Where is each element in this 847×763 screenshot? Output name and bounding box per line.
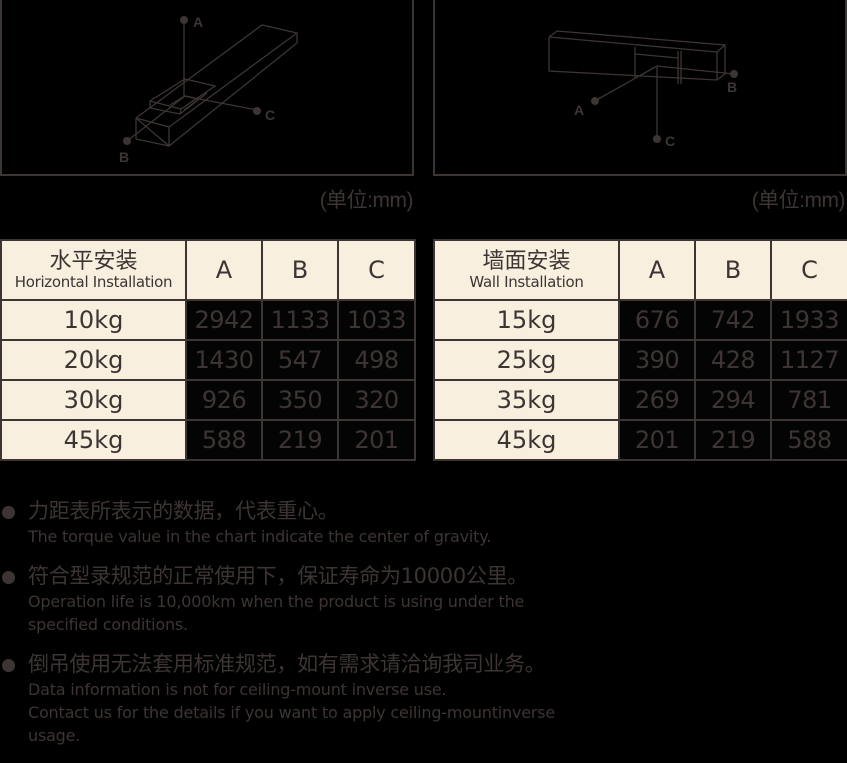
table-row: 20kg 1430 547 498 xyxy=(0,339,416,381)
load-cell: 15kg xyxy=(433,299,620,341)
table-title-en: Horizontal Installation xyxy=(14,272,173,291)
wall-installation-diagram: A B C xyxy=(433,0,847,176)
wall-slide-illustration: A B C xyxy=(548,30,738,149)
value-cell-b: 428 xyxy=(694,339,772,381)
table-row: 15kg 676 742 1933 xyxy=(433,299,847,341)
note-text-en: Operation life is 10,000km when the prod… xyxy=(28,592,525,611)
load-cell: 35kg xyxy=(433,379,620,421)
value-cell-b: 547 xyxy=(261,339,339,381)
load-cell: 30kg xyxy=(0,379,187,421)
value-cell-c: 588 xyxy=(770,419,847,461)
note-item: 倒吊使用无法套用标准规范，如有需求请洽询我司业务。 Data informati… xyxy=(0,650,640,747)
value-cell-c: 1127 xyxy=(770,339,847,381)
note-text-en: The torque value in the chart indicate t… xyxy=(28,527,492,546)
value-cell-c: 498 xyxy=(337,339,416,381)
bullet-icon xyxy=(2,571,15,584)
table-row: 45kg 588 219 201 xyxy=(0,419,416,461)
label-b: B xyxy=(727,79,737,95)
table-row: 10kg 2942 1133 1033 xyxy=(0,299,416,341)
value-cell-c: 201 xyxy=(337,419,416,461)
label-b: B xyxy=(119,149,129,165)
value-cell-a: 926 xyxy=(185,379,263,421)
notes-list: 力距表所表示的数据，代表重心。 The torque value in the … xyxy=(0,497,640,761)
column-header-c: C xyxy=(770,239,847,301)
column-header-a: A xyxy=(618,239,696,301)
value-cell-a: 1430 xyxy=(185,339,263,381)
column-header-b: B xyxy=(694,239,772,301)
note-text-en: usage. xyxy=(28,726,81,745)
value-cell-c: 1933 xyxy=(770,299,847,341)
value-cell-c: 781 xyxy=(770,379,847,421)
horizontal-slide-illustration: A C B xyxy=(119,14,298,165)
table-title-cn: 水平安装 xyxy=(49,248,138,274)
column-header-b: B xyxy=(261,239,339,301)
bullet-icon xyxy=(2,506,15,519)
load-cell: 10kg xyxy=(0,299,187,341)
value-cell-b: 219 xyxy=(694,419,772,461)
note-text-en: Contact us for the details if you want t… xyxy=(28,703,556,722)
value-cell-a: 269 xyxy=(618,379,696,421)
table-title-cell: 水平安装 Horizontal Installation xyxy=(0,239,187,301)
unit-label-right: (单位:mm) xyxy=(751,189,846,212)
label-a: A xyxy=(574,102,584,118)
label-a: A xyxy=(193,14,203,30)
value-cell-c: 320 xyxy=(337,379,416,421)
wall-installation-table: 墙面安装 Wall Installation A B C 15kg 676 74… xyxy=(433,239,847,461)
horizontal-installation-table: 水平安装 Horizontal Installation A B C 10kg … xyxy=(0,239,416,461)
load-cell: 20kg xyxy=(0,339,187,381)
note-text-cn: 倒吊使用无法套用标准规范，如有需求请洽询我司业务。 xyxy=(28,652,546,676)
table-title-cell: 墙面安装 Wall Installation xyxy=(433,239,620,301)
label-c: C xyxy=(665,133,675,149)
value-cell-c: 1033 xyxy=(337,299,416,341)
table-header-row: 水平安装 Horizontal Installation A B C xyxy=(0,239,416,301)
column-header-a: A xyxy=(185,239,263,301)
value-cell-a: 390 xyxy=(618,339,696,381)
unit-label-left: (单位:mm) xyxy=(319,189,414,212)
value-cell-a: 676 xyxy=(618,299,696,341)
load-cell: 45kg xyxy=(433,419,620,461)
table-title-en: Wall Installation xyxy=(469,272,584,291)
note-item: 符合型录规范的正常使用下，保证寿命为10000公里。 Operation lif… xyxy=(0,562,640,636)
note-item: 力距表所表示的数据，代表重心。 The torque value in the … xyxy=(0,497,640,548)
table-row: 30kg 926 350 320 xyxy=(0,379,416,421)
value-cell-b: 742 xyxy=(694,299,772,341)
horizontal-installation-diagram: A C B xyxy=(0,0,414,176)
value-cell-a: 201 xyxy=(618,419,696,461)
value-cell-b: 219 xyxy=(261,419,339,461)
table-row: 45kg 201 219 588 xyxy=(433,419,847,461)
note-text-cn: 力距表所表示的数据，代表重心。 xyxy=(28,499,339,523)
table-header-row: 墙面安装 Wall Installation A B C xyxy=(433,239,847,301)
value-cell-b: 350 xyxy=(261,379,339,421)
load-cell: 45kg xyxy=(0,419,187,461)
table-row: 35kg 269 294 781 xyxy=(433,379,847,421)
label-c: C xyxy=(265,107,275,123)
column-header-c: C xyxy=(337,239,416,301)
table-title-cn: 墙面安装 xyxy=(482,248,571,274)
table-row: 25kg 390 428 1127 xyxy=(433,339,847,381)
value-cell-a: 588 xyxy=(185,419,263,461)
note-text-cn: 符合型录规范的正常使用下，保证寿命为10000公里。 xyxy=(28,564,529,588)
value-cell-b: 1133 xyxy=(261,299,339,341)
note-text-en: Data information is not for ceiling-moun… xyxy=(28,680,447,699)
value-cell-a: 2942 xyxy=(185,299,263,341)
bullet-icon xyxy=(2,659,15,672)
note-text-en: specified conditions. xyxy=(28,615,188,634)
value-cell-b: 294 xyxy=(694,379,772,421)
load-cell: 25kg xyxy=(433,339,620,381)
